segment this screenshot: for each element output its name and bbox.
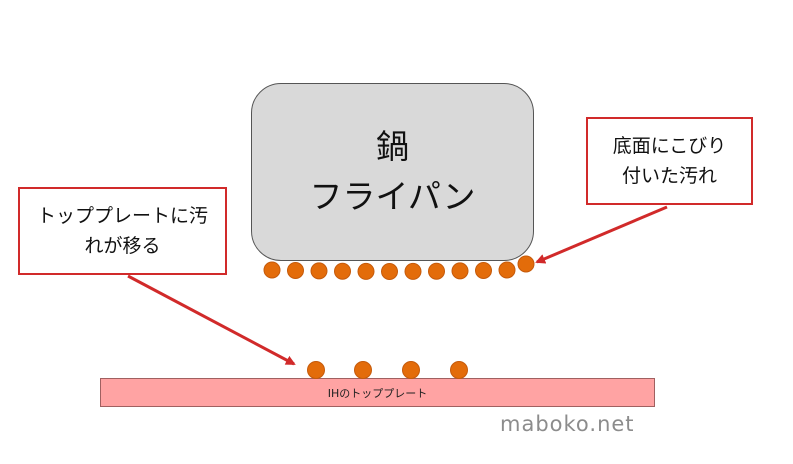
pan-dirt-dot <box>404 262 422 280</box>
callout-plate-dirt-line-2: れが移る <box>84 235 161 257</box>
callout-plate-dirt: トッププレートに汚 れが移る <box>18 187 227 275</box>
callout-plate-dirt-line-1: トッププレートに汚 <box>36 205 208 227</box>
pan-dirt-dot <box>287 261 304 279</box>
pan-dirt-dot <box>451 262 469 280</box>
callout-bottom-dirt: 底面にこびり 付いた汚れ <box>586 117 753 205</box>
pan-dirt-dot <box>517 255 535 273</box>
ih-top-plate: IHのトッププレート <box>100 378 655 407</box>
pan-label-line-1: 鍋 <box>376 127 409 166</box>
dirt-dots <box>263 255 535 379</box>
pan-dirt-dot <box>498 261 516 279</box>
arrow-to-bottom-dirt <box>535 205 668 264</box>
pan-dirt-dot <box>381 263 398 280</box>
plate-dirt-dot <box>402 361 420 379</box>
pan-dirt-dot <box>334 262 351 280</box>
pan-dirt-dot <box>310 262 328 280</box>
pan-dirt-dot <box>357 262 375 280</box>
pan-dirt-dot <box>263 261 281 279</box>
plate-dirt-dot <box>450 361 468 379</box>
pan-dirt-dot <box>428 262 445 280</box>
ih-top-plate-label: IHのトッププレート <box>327 386 428 400</box>
arrow-to-plate-dirt <box>127 274 296 366</box>
pan-box: 鍋 フライパン <box>251 83 534 261</box>
callout-bottom-dirt-line-1: 底面にこびり <box>612 135 727 157</box>
pan-dirt-dot <box>475 261 492 279</box>
pan-label-line-2: フライパン <box>309 177 476 216</box>
callout-bottom-dirt-line-2: 付いた汚れ <box>621 165 717 187</box>
plate-dirt-dot <box>354 361 372 379</box>
watermark: maboko.net <box>500 412 635 436</box>
plate-dirt-dot <box>307 361 325 379</box>
